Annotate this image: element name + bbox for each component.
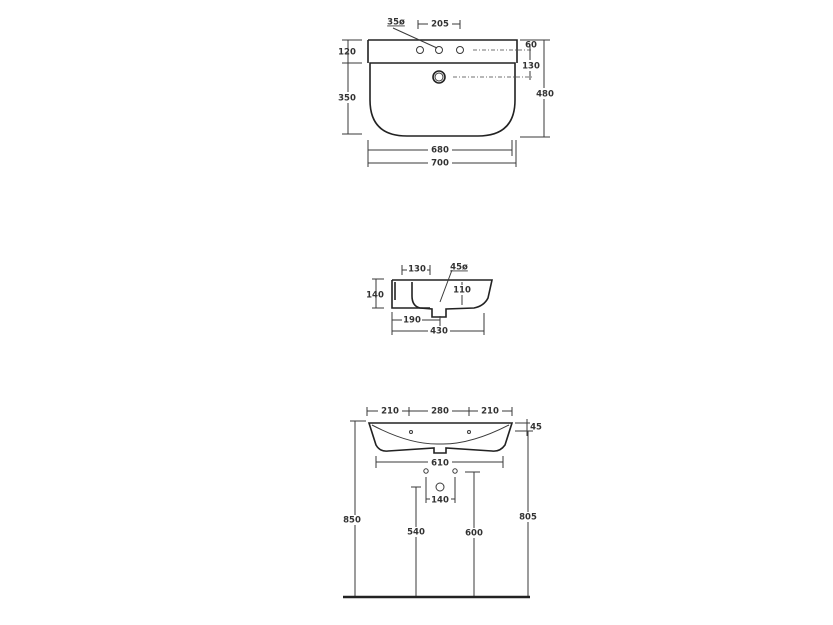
label-front-left: 210: [381, 407, 399, 417]
fixing-hole-right: [452, 468, 458, 474]
drain-hole: [432, 70, 446, 84]
side-view: 140 130 45ø 110 190 430: [366, 263, 493, 337]
center-lines: [453, 49, 532, 78]
label-bowl-depth: 110: [453, 286, 471, 296]
label-front-center: 280: [431, 407, 449, 417]
top-view: 205 35ø 120 350 60 130 480 680 700: [337, 18, 556, 169]
label-top-height: 850: [343, 516, 361, 526]
label-inner-width: 680: [431, 146, 449, 156]
tap-hole-left: [416, 46, 424, 54]
label-drain-offset: 130: [522, 62, 540, 72]
tap-hole-front-left: [409, 430, 413, 434]
label-front-right: 210: [481, 407, 499, 417]
drain-inner: [434, 72, 444, 82]
left-dimension: [342, 39, 362, 135]
basin-bowl: [369, 62, 516, 137]
front-profile: [367, 422, 514, 454]
label-side-depth: 430: [430, 327, 448, 337]
tap-hole-right: [456, 46, 464, 54]
label-side-tap-offset: 130: [408, 265, 426, 275]
label-tap-offset: 60: [525, 41, 537, 51]
side-wall: [391, 280, 430, 309]
waste-pipe: [435, 482, 445, 492]
top-dimension: [392, 20, 461, 49]
tap-hole-front-right: [467, 430, 471, 434]
front-bowl-curve: [371, 424, 510, 445]
label-basin-depth: 350: [338, 94, 356, 104]
label-bracket-width: 610: [431, 459, 449, 469]
label-fixing-spacing: 140: [431, 496, 449, 506]
bottom-dimension: [367, 140, 517, 167]
label-drain-position: 190: [403, 316, 421, 326]
label-total-width: 700: [431, 159, 449, 169]
label-drain-height: 540: [407, 528, 425, 538]
label-hole-diameter: 35ø: [387, 18, 405, 28]
label-rim-depth: 120: [338, 48, 356, 58]
side-profile: [392, 279, 493, 318]
label-side-height: 140: [366, 291, 384, 301]
side-dimensions: [372, 265, 485, 335]
label-rim-bottom-height: 805: [519, 513, 537, 523]
label-rim-height: 45: [530, 423, 542, 433]
label-tap-spacing: 205: [431, 20, 449, 30]
label-drain-diameter: 45ø: [450, 263, 468, 273]
fixing-hole-left: [423, 468, 429, 474]
label-fixing-height: 600: [465, 529, 483, 539]
front-view: 210 280 210 45 610 140 850 540 600 805: [341, 406, 542, 599]
basin-outline: [367, 39, 518, 63]
label-total-depth: 480: [536, 90, 554, 100]
tap-hole-center: [435, 46, 443, 54]
